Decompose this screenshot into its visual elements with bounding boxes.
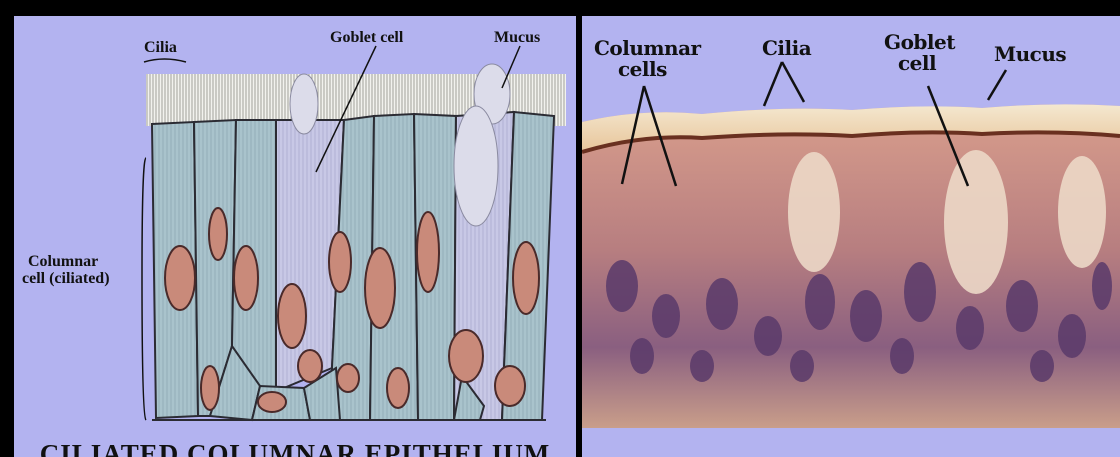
illustration-panel: Cilia Goblet cell Mucus Columnar cell (c… — [14, 16, 576, 457]
micro-label-columnar-line2: cells — [618, 59, 667, 79]
label-columnar-line1: Columnar — [28, 254, 98, 270]
epithelium-micrograph — [582, 16, 1120, 457]
epithelium-illustration — [14, 16, 576, 457]
micrograph-bottom-margin — [582, 428, 1120, 457]
micro-label-columnar-line1: Columnar — [594, 38, 701, 58]
micro-label-goblet-line2: cell — [898, 53, 936, 73]
micro-label-goblet-line1: Goblet — [884, 32, 955, 52]
diagram-caption: CILIATED COLUMNAR EPITHELIUM — [14, 439, 576, 457]
micro-label-cilia: Cilia — [762, 38, 811, 58]
label-goblet-cell: Goblet cell — [330, 30, 403, 46]
label-columnar-line2: cell (ciliated) — [22, 271, 110, 287]
label-cilia: Cilia — [144, 40, 177, 56]
micrograph-panel: Columnar cells Cilia Goblet cell Mucus — [582, 16, 1120, 457]
micro-label-mucus: Mucus — [994, 44, 1066, 64]
label-mucus: Mucus — [494, 30, 540, 46]
